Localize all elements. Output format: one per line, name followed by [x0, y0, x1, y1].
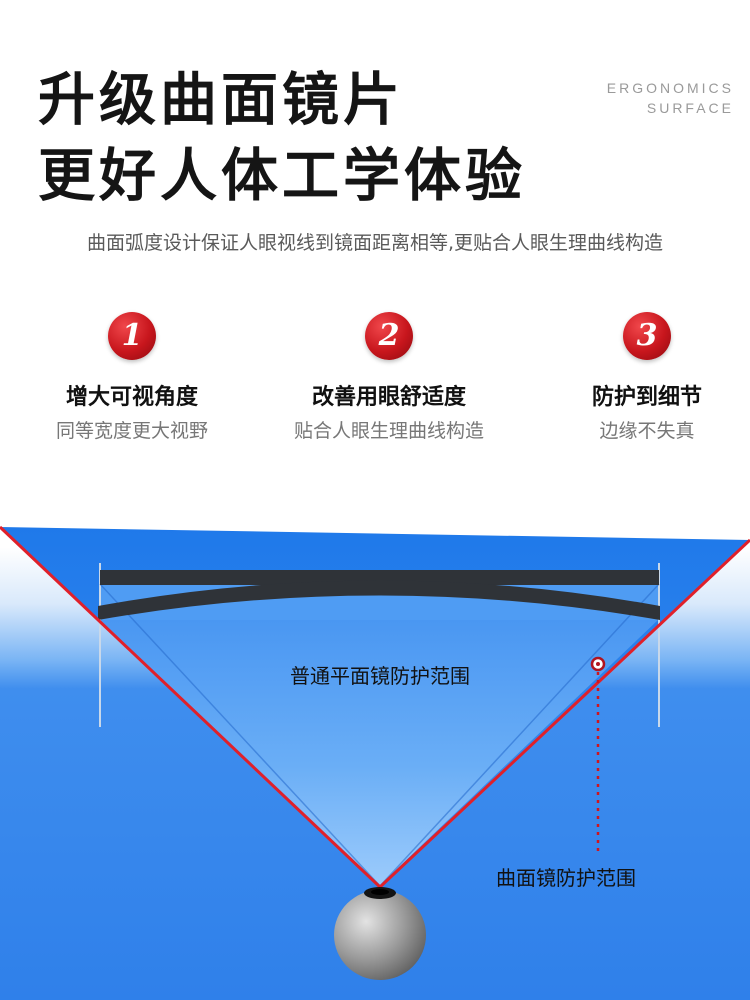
curved-range-left-boundary: [0, 525, 382, 889]
english-tag-line-2: SURFACE: [646, 100, 734, 116]
feature-title-1: 增大可视角度: [65, 385, 198, 410]
flat-lens-bar: [100, 570, 659, 585]
feature-desc-1: 同等宽度更大视野: [55, 420, 208, 442]
feature-item-1: 1 增大可视角度 同等宽度更大视野: [2, 312, 262, 441]
marker-dot: [596, 662, 600, 666]
feature-title-2: 改善用眼舒适度: [311, 385, 466, 410]
headline-line-2: 更好人体工学体验: [38, 143, 526, 209]
curved-lens-range-label: 曲面镜防护范围: [496, 866, 636, 890]
feature-item-3: 3 防护到细节 边缘不失真: [517, 312, 750, 441]
english-tag-line-1: ERGONOMICS: [606, 80, 734, 96]
headline-line-1: 升级曲面镜片: [38, 67, 404, 133]
flat-left-edge: [99, 583, 381, 887]
feature-title-3: 防护到细节: [591, 385, 702, 410]
curved-range-right-boundary: [378, 538, 750, 889]
eyeball-icon: [334, 887, 426, 980]
number-badge-3: 3: [623, 312, 671, 360]
flat-lens-range-label: 普通平面镜防护范围: [290, 664, 470, 688]
feature-desc-2: 贴合人眼生理曲线构造: [293, 420, 484, 442]
flat-right-edge: [379, 583, 660, 887]
flat-lens-range-fill: [100, 620, 658, 885]
subtitle: 曲面弧度设计保证人眼视线到镜面距离相等,更贴合人眼生理曲线构造: [86, 232, 664, 254]
feature-item-2: 2 改善用眼舒适度 贴合人眼生理曲线构造: [259, 312, 519, 441]
curved-lens-arc: [98, 580, 660, 620]
feature-desc-3: 边缘不失真: [599, 420, 695, 442]
number-badge-1: 1: [108, 312, 156, 360]
number-badge-2: 2: [365, 312, 413, 360]
